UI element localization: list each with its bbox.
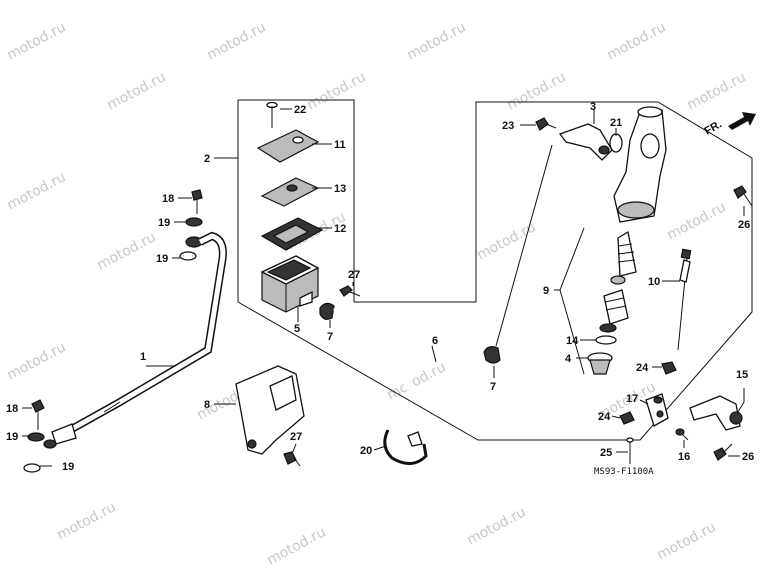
callout-24-lower: 24 xyxy=(598,411,611,423)
callout-24-upper: 24 xyxy=(636,362,649,374)
piston-set-9 xyxy=(599,230,637,333)
joint-17 xyxy=(645,393,669,427)
callout-19-upper-a: 19 xyxy=(158,217,170,229)
callout-4: 4 xyxy=(565,353,572,365)
callout-13: 13 xyxy=(334,183,346,195)
washer-19-lower-b xyxy=(23,463,41,473)
callout-2: 2 xyxy=(204,153,210,165)
callout-6: 6 xyxy=(432,335,438,347)
watermark-text: motod.ru xyxy=(54,499,118,543)
watermark-text: motod.ru xyxy=(204,19,268,63)
boot-4 xyxy=(587,352,613,375)
callout-19-lower-b: 19 xyxy=(62,461,74,473)
hose-inner xyxy=(333,307,480,395)
callout-21: 21 xyxy=(610,117,622,129)
front-label: FR. xyxy=(703,118,724,137)
callout-8: 8 xyxy=(204,399,210,411)
callout-18-lower: 18 xyxy=(6,403,18,415)
brake-hose-1 xyxy=(51,231,227,445)
callout-11: 11 xyxy=(334,139,346,151)
hose-clip-7-right xyxy=(483,346,501,364)
pin-16 xyxy=(675,428,689,441)
cotter-pin-25 xyxy=(626,437,634,464)
washer-19-upper-a xyxy=(185,217,203,227)
callout-9: 9 xyxy=(543,285,549,297)
watermark-text: motod.ru xyxy=(104,69,168,113)
callout-19-upper-b: 19 xyxy=(156,253,168,265)
bolt-18-lower xyxy=(31,399,45,430)
o-ring-21 xyxy=(609,133,623,153)
watermark-text: motod.ru xyxy=(664,199,728,243)
bolt-26-lower xyxy=(713,443,733,461)
callout-17: 17 xyxy=(626,393,638,405)
washer-19-upper-b xyxy=(179,251,197,261)
callout-labels: 22 2 11 13 12 5 27 7 6 7 23 3 21 26 9 14… xyxy=(6,101,754,473)
front-direction-indicator: FR. xyxy=(703,112,756,138)
callout-19-lower-a: 19 xyxy=(6,431,18,443)
bolt-26-upper xyxy=(733,185,753,207)
set-plate-13 xyxy=(260,177,320,207)
washer-19-lower-a xyxy=(27,432,45,442)
bolt-27-lower xyxy=(283,451,301,467)
watermark-text: motod.ru xyxy=(654,519,718,563)
callout-3: 3 xyxy=(590,101,596,113)
snap-ring-14 xyxy=(595,335,617,345)
callout-18-upper: 18 xyxy=(162,193,174,205)
watermark-text: motod.ru xyxy=(604,19,668,63)
hose-clip-7-left xyxy=(319,302,335,320)
push-rod-10 xyxy=(677,248,692,351)
bolt-22 xyxy=(266,101,278,128)
reservoir-cap-hole xyxy=(292,136,304,144)
nut-24-lower xyxy=(619,411,635,425)
brake-lever-15 xyxy=(689,395,743,431)
diagram-code: MS93-F1100A xyxy=(594,467,654,477)
hose-band-clasp xyxy=(407,431,423,447)
callout-27-lower: 27 xyxy=(290,431,302,443)
callout-15: 15 xyxy=(736,369,748,381)
assembly-outline xyxy=(237,99,753,441)
bolt-27-upper xyxy=(339,285,361,297)
watermark-text: motod.ru xyxy=(264,524,328,568)
reservoir-tank-5 xyxy=(260,255,320,313)
watermark-text: motod.ru xyxy=(404,19,468,63)
callout-7-left: 7 xyxy=(327,331,333,343)
callout-5: 5 xyxy=(294,323,300,335)
watermark-text: motod.ru xyxy=(4,339,68,383)
callout-26-upper: 26 xyxy=(738,219,750,231)
reservoir-cap-11 xyxy=(256,129,320,163)
watermark-text: motod.ru xyxy=(464,504,528,548)
callout-26-lower: 26 xyxy=(742,451,754,463)
bolt-23 xyxy=(535,117,557,131)
master-cylinder-body xyxy=(613,106,667,223)
watermark-text: motod.ru xyxy=(4,19,68,63)
callout-12: 12 xyxy=(334,223,346,235)
heel-guard-8 xyxy=(235,365,305,455)
watermark-text: motod.ru xyxy=(94,229,158,273)
hose-fitting-lower xyxy=(43,439,57,449)
bolt-18-upper xyxy=(191,189,203,214)
callout-10: 10 xyxy=(648,276,660,288)
callout-25: 25 xyxy=(600,447,612,459)
set-plate-hole xyxy=(286,184,298,192)
callout-22: 22 xyxy=(294,104,306,116)
hose-joint-3 xyxy=(558,123,613,161)
callout-1: 1 xyxy=(140,351,146,363)
callout-14: 14 xyxy=(566,335,579,347)
watermark-text: motod.ru xyxy=(304,69,368,113)
callout-7-right: 7 xyxy=(490,381,496,393)
callout-20: 20 xyxy=(360,445,372,457)
watermark-text: motod.ru xyxy=(684,69,748,113)
front-arrow-icon xyxy=(728,112,756,130)
nut-24-upper xyxy=(661,361,677,375)
watermark-text: motod.ru xyxy=(504,69,568,113)
callout-16: 16 xyxy=(678,451,690,463)
leader-lines xyxy=(22,108,745,467)
hose-band-20 xyxy=(383,429,428,465)
watermark-text: motod.ru xyxy=(4,169,68,213)
callout-27-upper: 27 xyxy=(348,269,360,281)
callout-23: 23 xyxy=(502,120,514,132)
diaphragm-boss xyxy=(272,224,310,244)
